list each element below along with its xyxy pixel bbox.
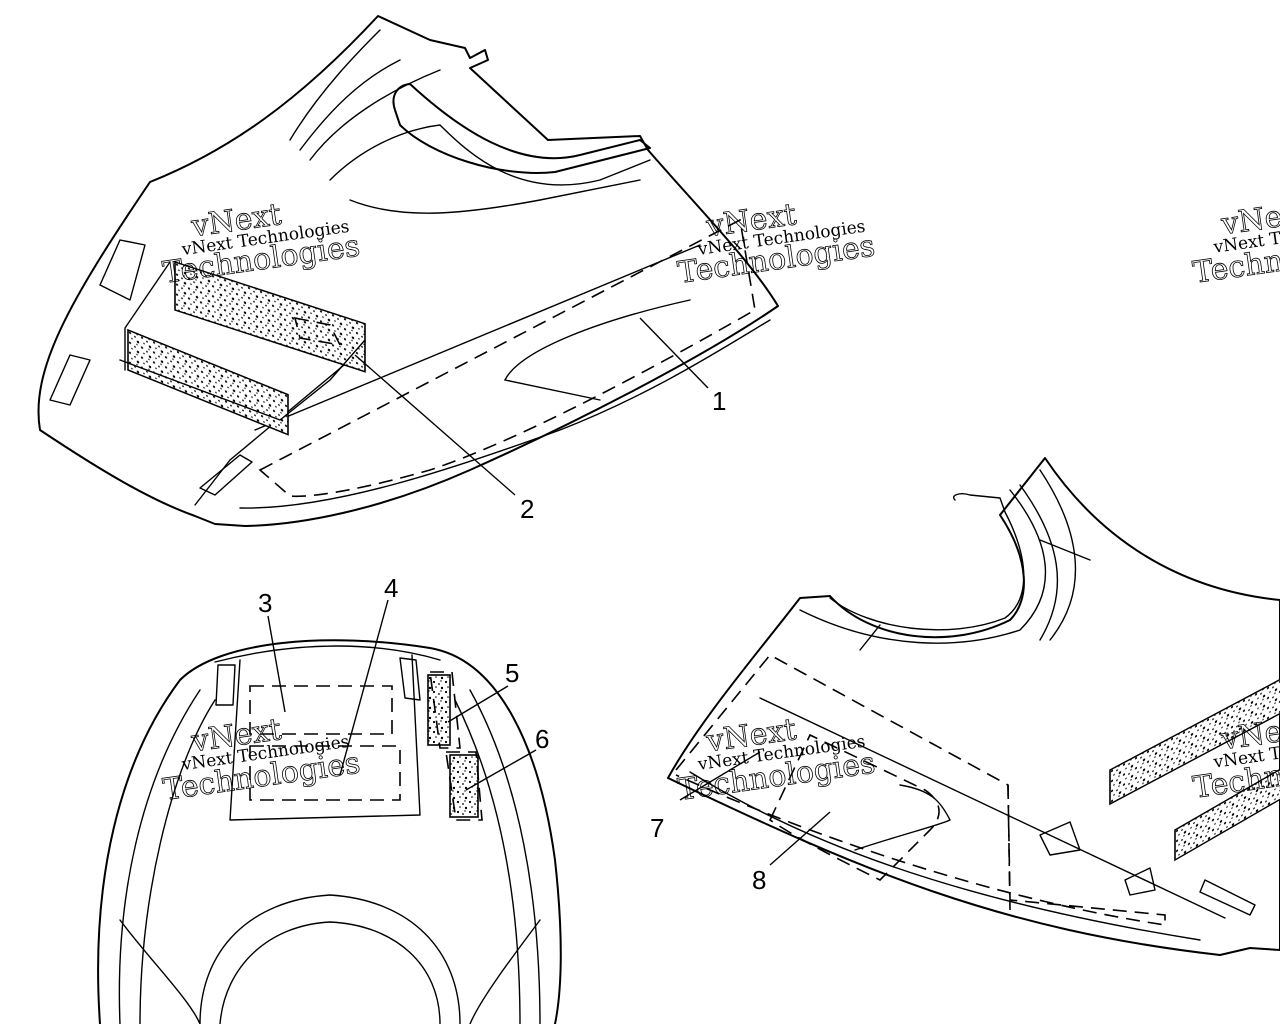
hood-front-line [194,359,351,506]
top-cowl-lower [119,894,541,1024]
vent-foam-lower [127,328,289,436]
top-view-hood: 3 4 5 6 [97,573,562,1024]
leader-4 [339,599,389,776]
decal-outline-6 [445,751,483,821]
callout-4: 4 [384,573,398,603]
center-panel-top [214,645,441,663]
watermark-5: vNext Technologies vNext Technologies [676,712,878,808]
hood-lower-edge [239,319,771,509]
callout-5: 5 [505,658,519,688]
side-windshield [799,489,1047,644]
decal-outline-1 [258,218,756,498]
side-scoop-lower [49,354,91,406]
callout-3: 3 [258,588,272,618]
side-scoop-2 [1124,867,1156,896]
left-slot [215,664,236,706]
decal-outline-4 [249,745,401,801]
leader-3 [267,615,286,713]
leader-8 [769,811,831,866]
right-slot [399,657,421,701]
vent-frame [119,261,366,421]
side-vent-foam-lower [1174,765,1280,862]
vent-foam-upper [174,260,366,373]
side-rim-lines [859,469,1091,651]
side-scoop [1039,821,1081,856]
decal-outline-5 [429,671,461,749]
callout-8: 8 [752,865,766,895]
top-hood-inner-left [118,689,216,1024]
right-side-hood-view: 7 8 [650,457,1280,956]
watermark-4: vNext Technologies vNext Technologies [161,712,363,808]
hood-crease-2 [504,299,691,381]
callout-2: 2 [520,494,534,524]
side-vent-foam-upper [1109,675,1280,806]
side-crease-2 [854,784,951,851]
leader-5 [447,685,509,723]
side-crease-1 [759,697,1226,919]
decal-outline-7 [675,653,1166,926]
hood-crease-1 [254,244,701,431]
windshield-opening [392,83,651,174]
callout-6: 6 [535,724,549,754]
divider-dashdot [1007,784,1011,911]
svg-text:vNext: vNext [1218,195,1280,242]
decal-outline-3 [249,685,393,735]
top-hood-outline [97,639,562,1024]
decal-outline-2 [293,316,342,347]
decal-outline-8 [768,733,940,881]
center-panel [229,654,421,821]
watermark-2: vNext Technologies vNext Technologies [675,197,877,291]
side-light-slot [1199,879,1256,916]
hood-crease-3 [504,379,601,401]
hood-outline [37,15,779,527]
leader-1 [639,317,709,389]
watermark-1: vNext Technologies vNext Technologies [160,197,362,291]
side-scoop-upper [99,239,146,301]
leader-6 [465,749,537,791]
front-light-slot [199,454,253,496]
callout-1: 1 [712,386,726,416]
watermark-3: vNext Technologies vNext Technologies [1190,195,1280,291]
upper-left-hood-view: 1 2 [37,15,779,527]
leader-7 [679,751,761,801]
top-hood-inner-right [454,689,541,1024]
windshield-rim [289,29,651,214]
side-hood-outline [667,457,1280,956]
callout-7: 7 [650,813,664,843]
leader-2 [354,354,516,496]
